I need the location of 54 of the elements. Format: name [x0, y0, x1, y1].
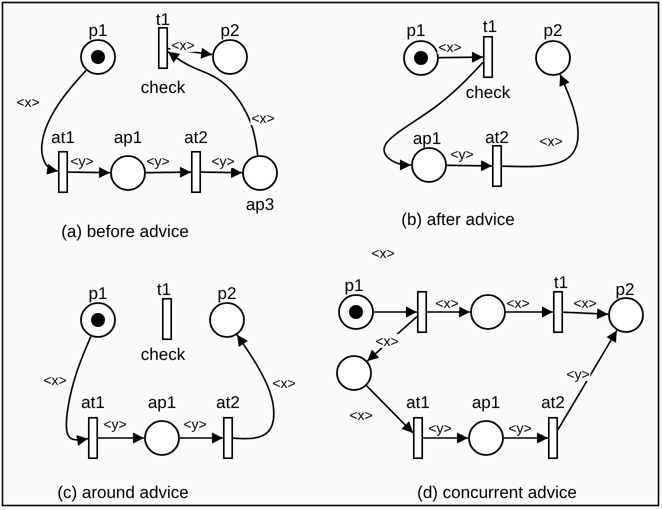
node-label: p1: [88, 22, 108, 40]
node-label: ap3: [246, 196, 274, 214]
arrow: [40, 70, 87, 175]
arrow: [66, 336, 92, 446]
arrow: [68, 167, 110, 178]
node-label: t1: [554, 274, 568, 292]
panel-caption: (d) concurrent advice: [417, 484, 577, 502]
arrow: [180, 432, 223, 444]
arrow: [98, 432, 144, 444]
arrow: [383, 62, 484, 170]
node-label: p2: [616, 281, 634, 299]
arrow: [438, 52, 484, 63]
node-label: t1: [156, 281, 172, 299]
node-label: at1: [81, 394, 105, 412]
node-label: ap1: [114, 129, 142, 147]
arrow: [374, 306, 417, 318]
arrow: [504, 432, 548, 444]
node-label: ap1: [412, 130, 442, 148]
arrow: [232, 334, 275, 440]
arrow: [427, 306, 470, 318]
node-label: p1: [344, 277, 364, 295]
arrow: [557, 330, 618, 430]
arrow: [200, 167, 242, 178]
panel-caption: (b) after advice: [401, 211, 515, 229]
node-label: ap1: [148, 394, 176, 412]
node-label: ap1: [472, 394, 500, 412]
node-label: p1: [406, 22, 426, 40]
node-label: at2: [184, 129, 208, 147]
arc-label: <x>: [371, 244, 395, 262]
node-label: at1: [406, 394, 430, 412]
node-label: p2: [218, 285, 236, 303]
arrow: [506, 306, 553, 318]
arrow: [502, 74, 579, 168]
node-caption: check: [466, 84, 510, 102]
node-caption: check: [140, 79, 186, 97]
arrow: [446, 160, 492, 172]
node-label: t1: [482, 18, 498, 36]
node-label: at2: [485, 129, 509, 147]
node-label: at2: [541, 394, 565, 412]
arrow: [146, 166, 192, 178]
node-label: p2: [220, 22, 240, 40]
node-label: t1: [156, 11, 170, 29]
edge-label: <x>: [374, 334, 400, 348]
arrow: [366, 385, 414, 434]
arrow: [423, 432, 468, 444]
panel-caption: (c) around advice: [57, 484, 189, 502]
arrow: [168, 51, 258, 156]
arrow: [562, 308, 608, 320]
node-label: at1: [51, 129, 75, 147]
panel-caption: (a) before advice: [61, 223, 189, 241]
node-caption: check: [140, 346, 186, 364]
node-label: p1: [88, 285, 108, 303]
node-label: p2: [544, 22, 562, 40]
node-label: at2: [216, 394, 240, 412]
